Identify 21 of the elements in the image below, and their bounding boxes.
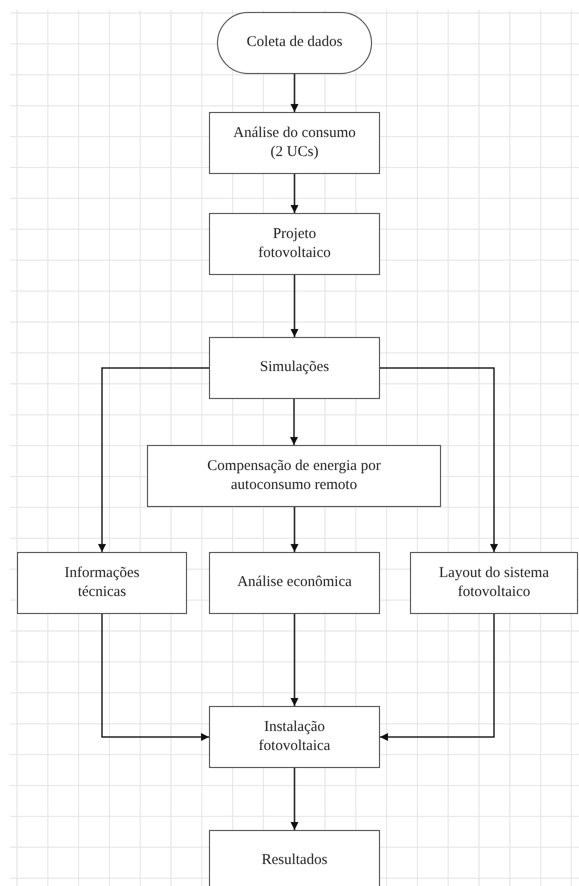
arrow (98, 367, 209, 552)
process-box: Layout do sistema fotovoltaico (410, 552, 578, 614)
arrow (290, 507, 298, 552)
arrow (101, 614, 209, 741)
arrow (380, 614, 495, 741)
arrow (290, 74, 298, 112)
arrow (290, 768, 298, 830)
terminal-shape: Coleta de dados (217, 12, 372, 74)
process-box: Instalação fotovoltaica (209, 706, 380, 768)
arrow (290, 174, 298, 213)
process-box: Simulações (209, 337, 380, 399)
arrow (380, 367, 498, 552)
process-box: Informações técnicas (17, 552, 187, 614)
process-box: Análise econômica (209, 552, 380, 614)
arrow (290, 399, 298, 445)
process-box: Compensação de energia por autoconsumo remoto (147, 445, 441, 507)
process-box: Projeto fotovoltaico (209, 213, 380, 275)
process-box: Análise do consumo (2 UCs) (209, 112, 380, 174)
process-box: Resultados (209, 830, 380, 886)
arrow (290, 275, 298, 337)
arrow (290, 614, 298, 706)
